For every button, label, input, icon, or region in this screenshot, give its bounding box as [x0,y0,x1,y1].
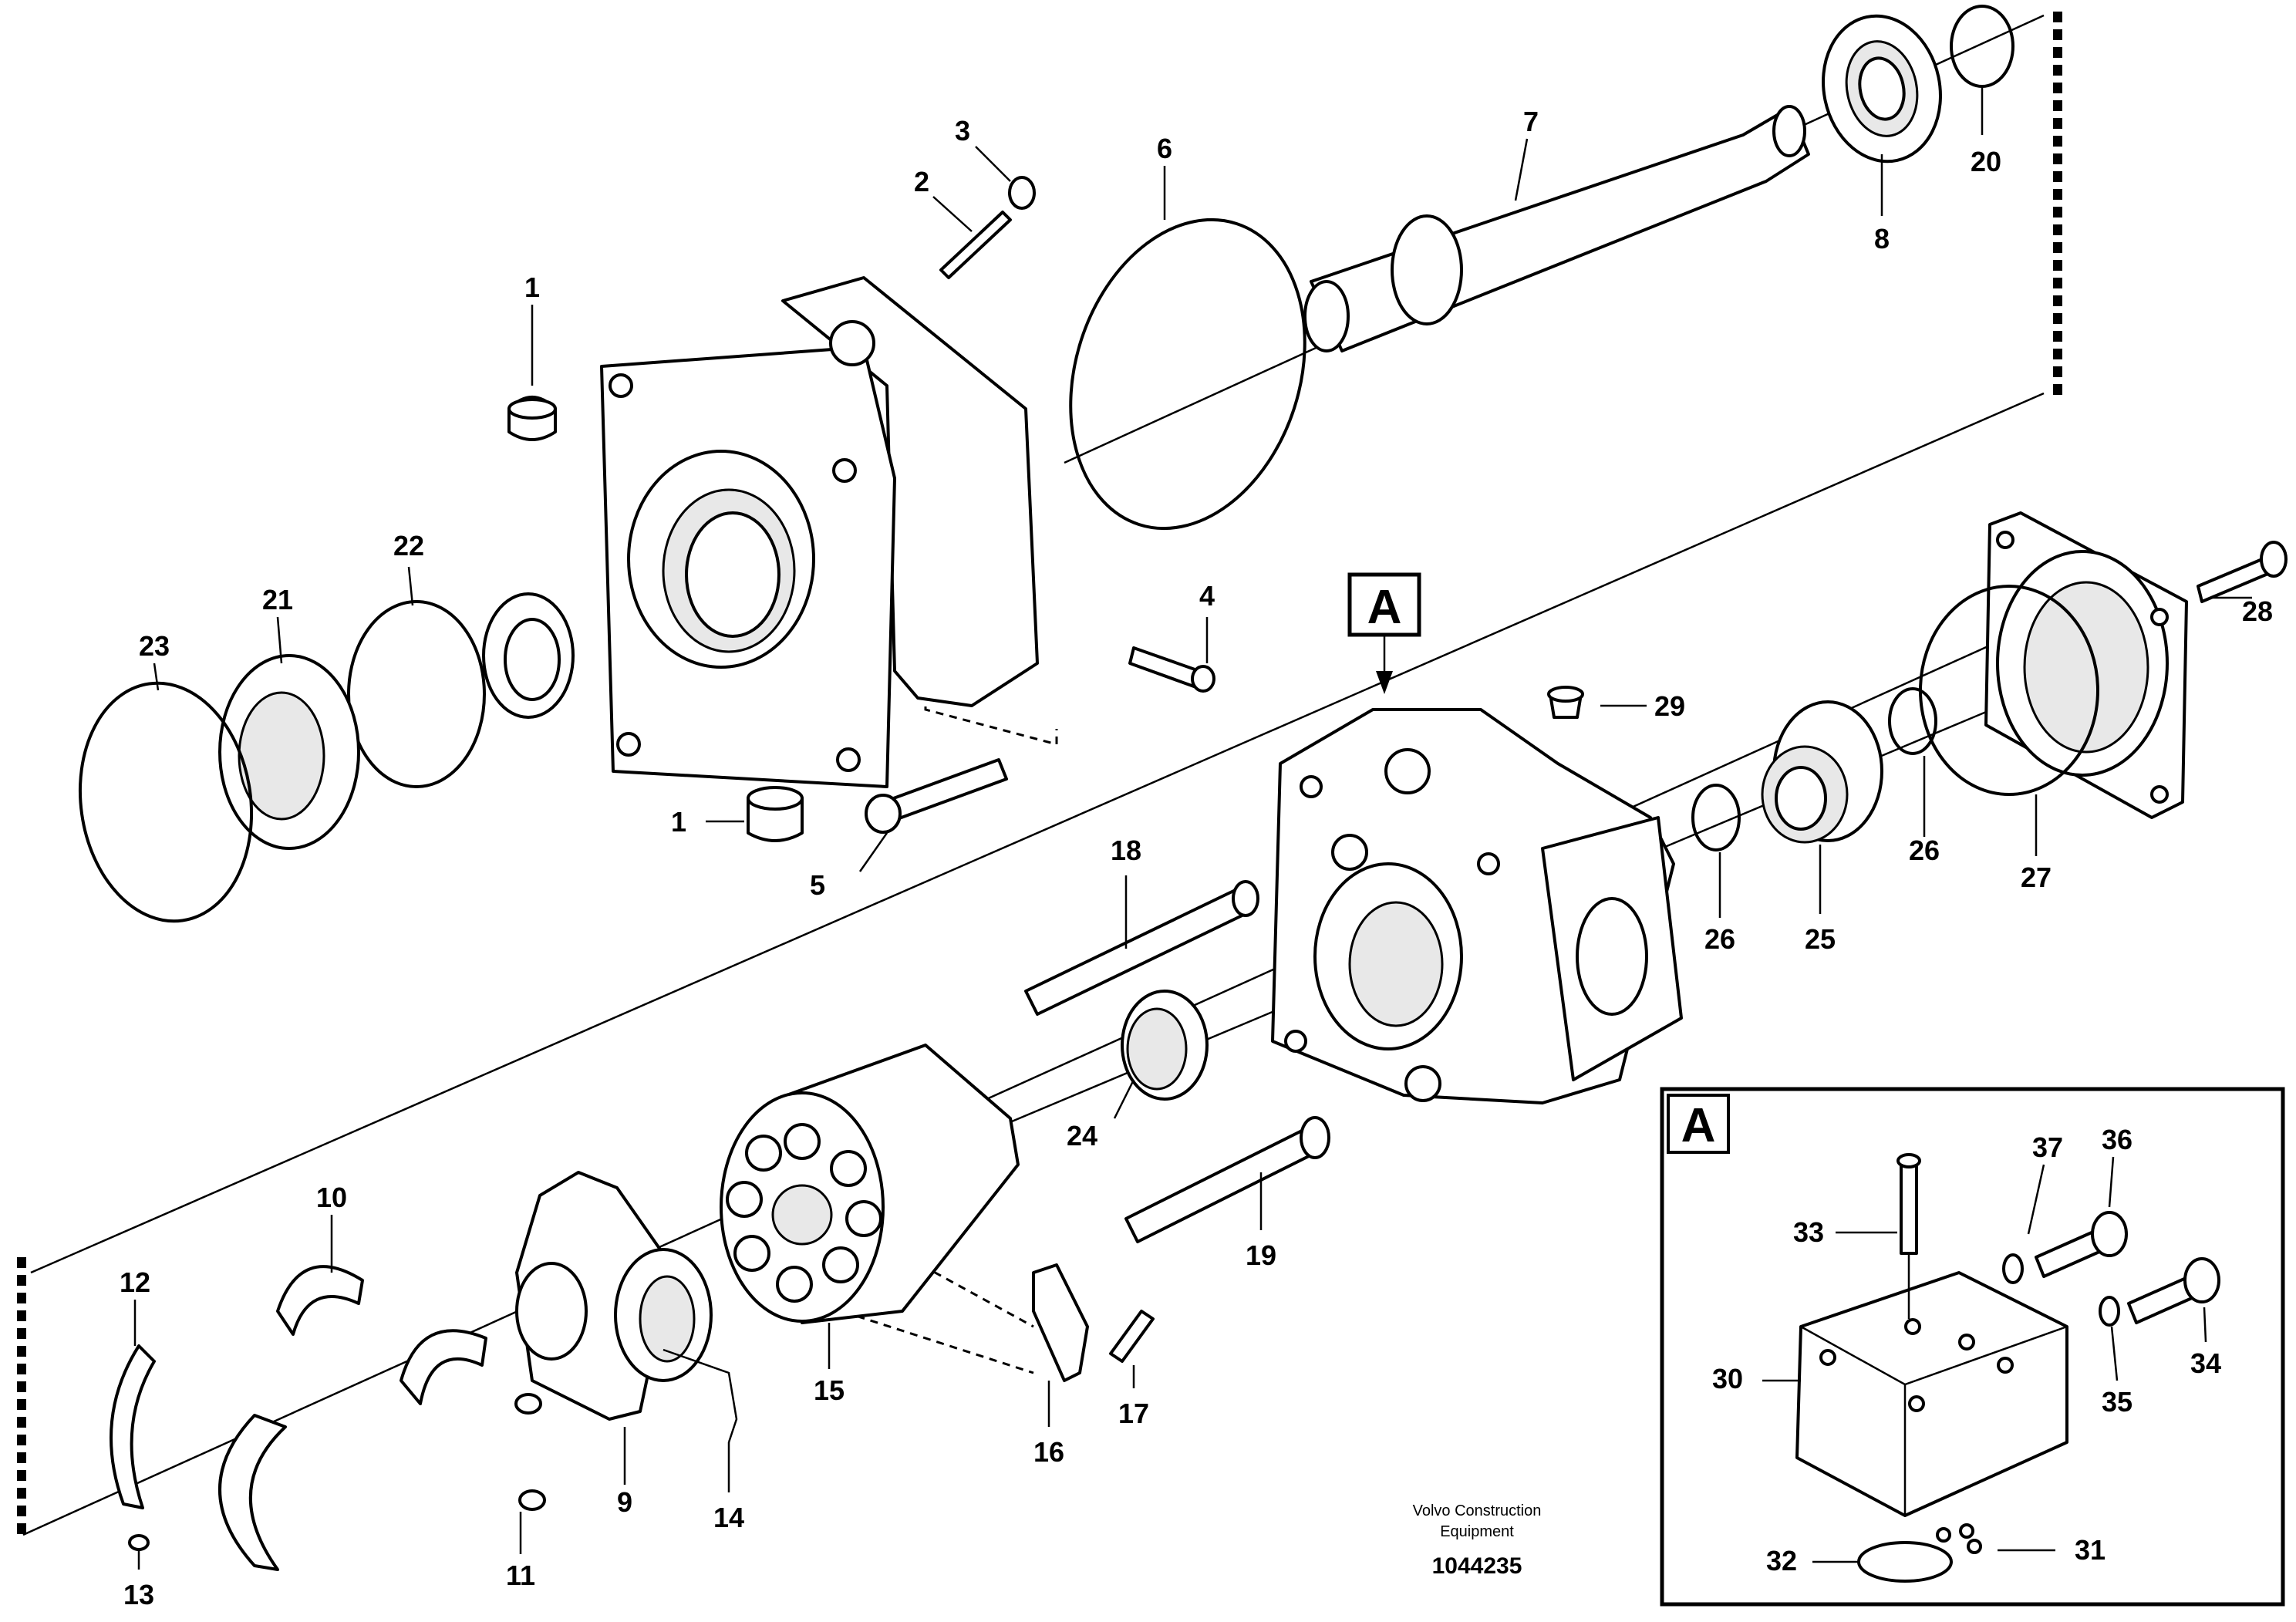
bearing-shell-right [218,1414,287,1571]
roller-bearing-lower [400,1329,487,1405]
callout-3: 3 [955,115,970,147]
pump-housing [600,276,1039,788]
bearing-shell-left [110,1344,156,1509]
callout-29: 29 [1654,690,1685,722]
roller-bearing-upper [276,1265,364,1336]
o-ring-35 [2099,1296,2120,1327]
callout-28: 28 [2242,595,2273,627]
callout-1-upper: 1 [524,271,540,303]
o-ring-large [1069,218,1306,531]
company-name-line1: Volvo Construction [1413,1502,1542,1519]
callout-18: 18 [1111,835,1141,866]
callout-19: 19 [1246,1239,1276,1271]
callout-27: 27 [2021,862,2052,893]
callout-35: 35 [2102,1386,2132,1418]
o-ring-medium [347,600,486,788]
drawing-number: 1044235 [1432,1553,1522,1579]
callout-31: 31 [2075,1534,2106,1566]
ball-bearing [1822,14,1942,164]
pressure-sensor-34 [2127,1257,2220,1324]
inset-detail-a: A [1660,1087,2285,1607]
callout-23: 23 [139,630,170,662]
callout-32: 32 [1766,1545,1797,1576]
bearing-sleeve [1761,700,1883,844]
callout-26-left: 26 [1704,923,1735,955]
callout-26-right: 26 [1909,835,1940,866]
dowel-pin-11b [518,1489,546,1511]
callout-6: 6 [1157,133,1172,164]
pressure-sensor-36 [2035,1211,2128,1278]
callout-9: 9 [617,1486,632,1518]
inset-bolt [1900,1159,1918,1255]
company-name-line2: Equipment [1440,1523,1514,1540]
callout-24: 24 [1067,1120,1097,1152]
valve-block [1795,1271,2068,1517]
callout-30: 30 [1712,1363,1743,1394]
callout-4: 4 [1199,580,1215,612]
retainer-screw [1109,1310,1155,1363]
callout-7: 7 [1523,106,1539,137]
inset-letter: A [1681,1099,1716,1152]
footer-caption: Volvo Construction Equipment 1044235 [1413,1502,1542,1579]
dowel-pin-13 [128,1534,150,1551]
callout-37: 37 [2032,1131,2063,1163]
callout-17: 17 [1118,1398,1149,1429]
callout-33: 33 [1793,1216,1824,1248]
snap-ring-left [1691,784,1741,851]
callout-16: 16 [1033,1436,1064,1468]
end-cover [1984,511,2188,819]
plug-lower [747,786,804,842]
callout-12: 12 [120,1266,150,1298]
o-ring-cover [1919,585,2099,796]
callout-20: 20 [1971,146,2001,177]
o-ring-31c [1967,1539,1982,1554]
snap-ring-right [1888,687,1937,755]
callout-labels: 1 1 2 3 4 5 6 7 8 9 10 11 12 13 14 15 16… [120,106,2273,1610]
callout-34: 34 [2190,1347,2221,1379]
retainer-plate [1032,1263,1089,1382]
plug-29 [1547,686,1584,719]
cover-bolt [2197,541,2288,603]
plug-upper [507,396,557,441]
snap-ring-shaft [1950,5,2014,88]
callout-5: 5 [810,869,825,901]
callout-2: 2 [914,166,929,197]
detail-marker-letter: A [1367,581,1402,634]
o-ring-37 [2002,1253,2024,1284]
return-spring [663,1348,738,1443]
callout-1-lower: 1 [671,806,686,838]
shaft-seal-bore [504,618,561,701]
retaining-ring-large [78,681,254,923]
callout-15: 15 [814,1374,845,1406]
set-screw [939,211,1012,279]
cap-screw [865,758,1008,834]
callout-14: 14 [713,1502,744,1533]
callout-11: 11 [506,1560,535,1591]
swash-retainer [614,1248,713,1382]
callout-8: 8 [1874,223,1890,255]
control-spool [1024,880,1259,1016]
washer-small [1008,176,1036,210]
callout-13: 13 [123,1579,154,1610]
callout-21: 21 [262,584,293,615]
seal-carrier-bore [238,691,325,821]
o-ring-31a [1936,1527,1951,1543]
valve-housing [1271,708,1683,1104]
dowel-pin-11a [514,1393,542,1415]
callout-36: 36 [2102,1124,2132,1155]
callout-leaders [133,85,2252,1570]
pin [1128,646,1215,693]
cylinder-block [720,1044,1020,1324]
callout-25: 25 [1805,923,1836,955]
callout-10: 10 [316,1182,347,1213]
detail-marker-a: A [1347,572,1421,694]
needle-bearing [1121,990,1209,1101]
callout-22: 22 [393,530,424,561]
drive-shaft [1303,105,1810,352]
piston-rod [1124,1116,1330,1243]
o-ring-31b [1959,1523,1974,1539]
